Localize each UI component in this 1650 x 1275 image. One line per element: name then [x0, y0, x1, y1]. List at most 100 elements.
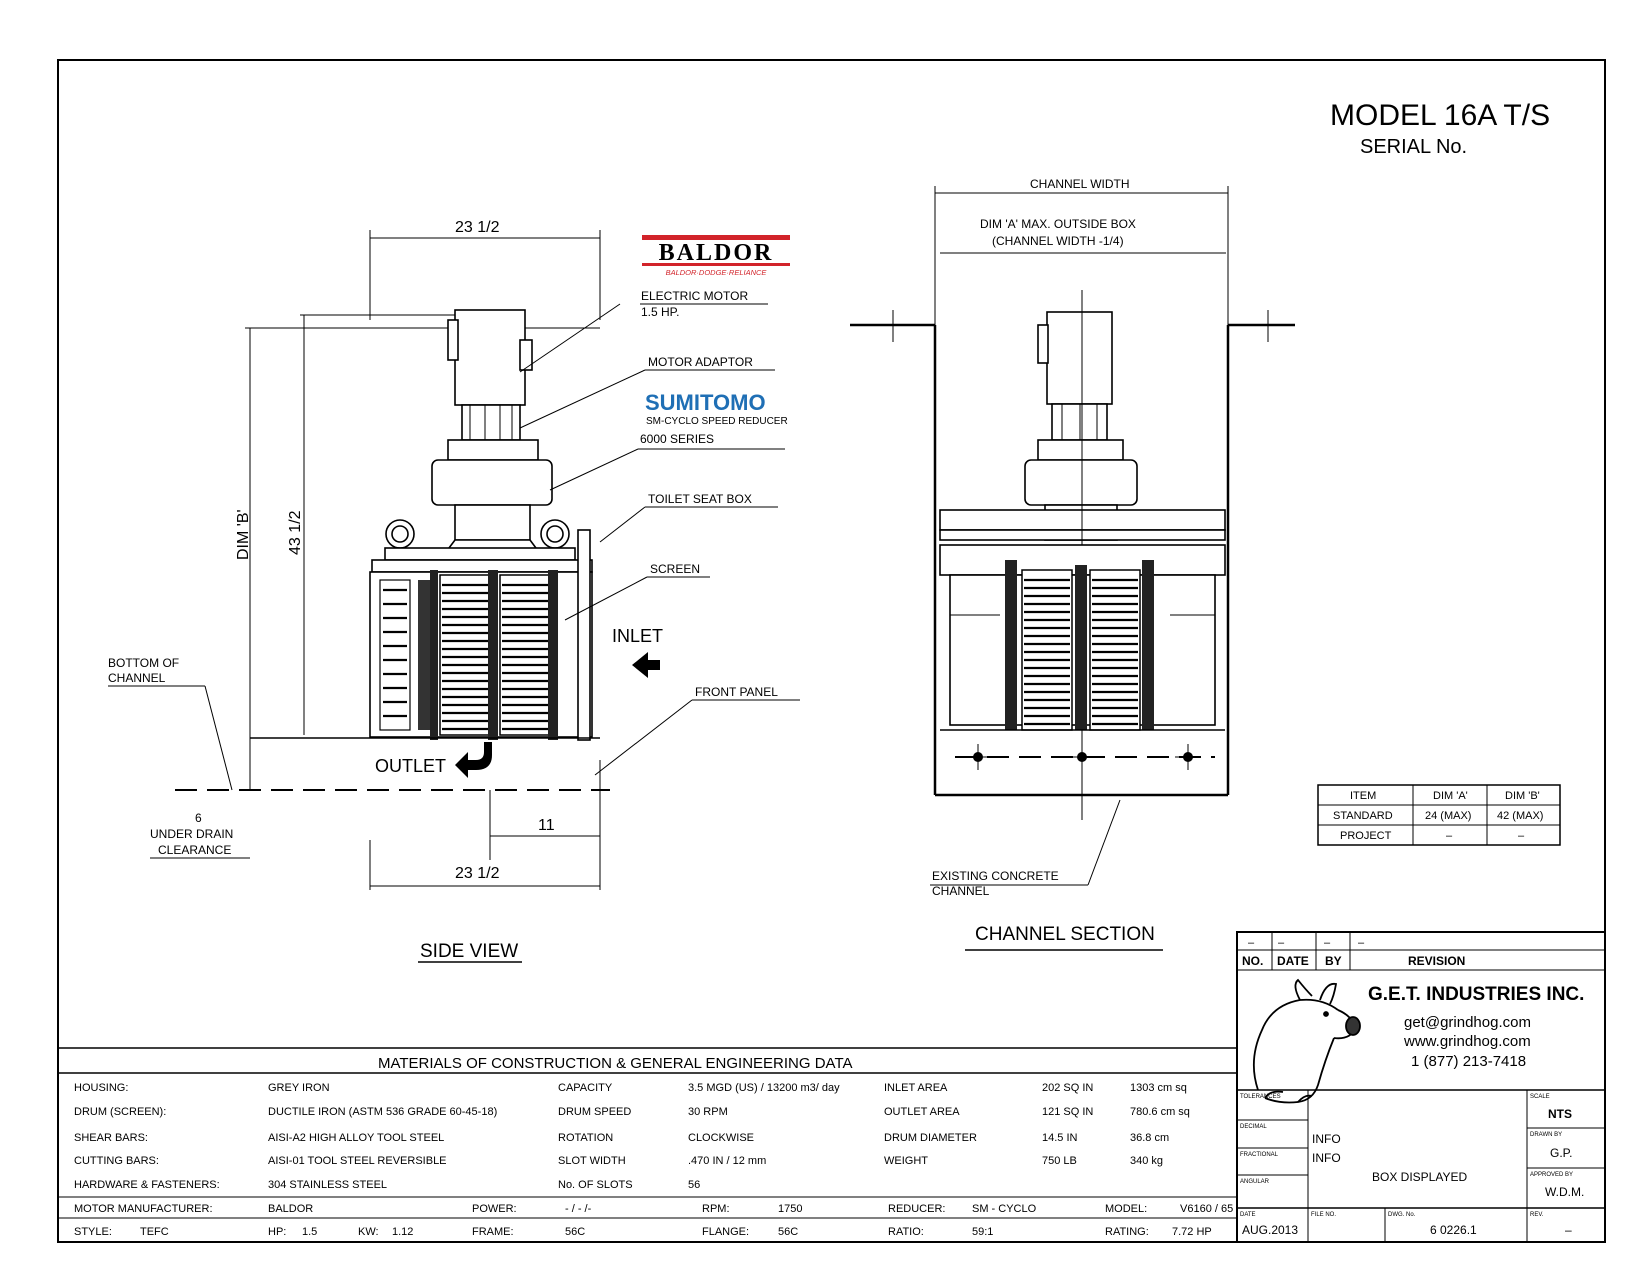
rev-cell-1: –: [1248, 937, 1255, 949]
box-displayed: BOX DISPLAYED: [1372, 1170, 1467, 1184]
scale-label: SCALE: [1530, 1094, 1550, 1100]
date-value: AUG.2013: [1242, 1223, 1298, 1237]
style-row-cell: 56C: [778, 1226, 798, 1238]
materials-cell: HARDWARE & FASTENERS:: [74, 1179, 220, 1191]
electric-motor-1: ELECTRIC MOTOR: [641, 289, 748, 303]
model-title: MODEL 16A T/S: [1330, 99, 1550, 132]
motor-row-cell: SM - CYCLO: [972, 1203, 1037, 1215]
style-row-cell: 1.12: [392, 1226, 413, 1238]
materials-cell: 14.5 IN: [1042, 1132, 1078, 1144]
drawn-label: DRAWN BY: [1530, 1132, 1562, 1138]
motor-row-cell: 1750: [778, 1203, 802, 1215]
materials-cell: 36.8 cm: [1130, 1132, 1169, 1144]
inlet-label: INLET: [612, 626, 663, 646]
anchor-bolts: [965, 744, 1201, 770]
style-row-cell: RATIO:: [888, 1226, 924, 1238]
materials-cell: 121 SQ IN: [1042, 1106, 1093, 1118]
materials-cell: CLOCKWISE: [688, 1132, 754, 1144]
materials-cell: CUTTING BARS:: [74, 1155, 159, 1167]
outlet-label: OUTLET: [375, 756, 446, 776]
file-label: FILE NO.: [1311, 1212, 1336, 1218]
dim-table-r2c2: –: [1446, 830, 1453, 842]
rev-cell-4: –: [1358, 937, 1365, 949]
style-row-cell: 59:1: [972, 1226, 993, 1238]
rev-h-no: NO.: [1242, 954, 1263, 968]
sumitomo-logo-text: SUMITOMO: [645, 390, 766, 415]
materials-cell: 202 SQ IN: [1042, 1082, 1093, 1094]
side-view: 23 1/2 DIM 'B' 43 1/2: [108, 219, 663, 963]
dim-table-r1c1: STANDARD: [1333, 810, 1393, 822]
style-row-cell: KW:: [358, 1226, 379, 1238]
channel-section: CHANNEL WIDTH DIM 'A' MAX. OUTSIDE BOX (…: [850, 177, 1295, 951]
side-view-heading: SIDE VIEW: [420, 941, 518, 962]
materials-cell: 56: [688, 1179, 700, 1191]
style-row-cell: HP:: [268, 1226, 286, 1238]
materials-cell: SHEAR BARS:: [74, 1132, 148, 1144]
under-drain-2: UNDER DRAIN: [150, 827, 233, 841]
dim-table-r1c2: 24 (MAX): [1425, 810, 1471, 822]
company-web: www.grindhog.com: [1403, 1033, 1531, 1050]
materials-cell: 340 kg: [1130, 1155, 1163, 1167]
materials-cell: OUTLET AREA: [884, 1106, 960, 1118]
cutter-stack: [379, 579, 430, 731]
materials-cell: AISI-A2 HIGH ALLOY TOOL STEEL: [268, 1132, 444, 1144]
outlet-arrow-icon: [455, 742, 492, 778]
materials-cell: CAPACITY: [558, 1082, 613, 1094]
materials-cell: AISI-01 TOOL STEEL REVERSIBLE: [268, 1155, 447, 1167]
style-row-cell: TEFC: [140, 1226, 169, 1238]
drawn-value: G.P.: [1550, 1146, 1572, 1160]
dim-top-text: 23 1/2: [455, 219, 500, 236]
date-label: DATE: [1240, 1212, 1256, 1218]
sumitomo-logo-sub: SM-CYCLO SPEED REDUCER: [646, 416, 788, 427]
materials-cell: GREY IRON: [268, 1082, 330, 1094]
materials-cell: 3.5 MGD (US) / 13200 m3/ day: [688, 1082, 840, 1094]
bottom-of-channel-2: CHANNEL: [108, 671, 166, 685]
sumitomo-logo: SUMITOMO SM-CYCLO SPEED REDUCER: [645, 390, 788, 427]
materials-cell: DRUM (SCREEN):: [74, 1106, 166, 1118]
series-label: 6000 SERIES: [640, 432, 714, 446]
motor-row-cell: POWER:: [472, 1203, 517, 1215]
tol-label-1: TOLERANCES: [1240, 1094, 1281, 1100]
dim-11-text: 11: [538, 817, 555, 834]
rev-h-by: BY: [1325, 954, 1342, 968]
dim-a-label-2: (CHANNEL WIDTH -1/4): [992, 234, 1124, 248]
dim-table-r2c3: –: [1518, 830, 1525, 842]
drum-right: [499, 574, 551, 736]
section-motor-body: [1046, 311, 1113, 405]
materials-cell: INLET AREA: [884, 1082, 948, 1094]
baldor-logo-sub: BALDOR·DODGE·RELIANCE: [666, 268, 768, 277]
existing-concrete-1: EXISTING CONCRETE: [932, 869, 1059, 883]
rev-value: –: [1565, 1223, 1572, 1237]
materials-cell: DRUM DIAMETER: [884, 1132, 977, 1144]
boar-mascot-icon: [1252, 978, 1361, 1104]
materials-cell: 30 RPM: [688, 1106, 728, 1118]
inlet-arrow-icon: [632, 652, 660, 678]
motor-body: [454, 309, 526, 406]
existing-concrete-2: CHANNEL: [932, 884, 990, 898]
info-2: INFO: [1312, 1151, 1341, 1165]
motor-row-cell: MODEL:: [1105, 1203, 1147, 1215]
scale-value: NTS: [1548, 1107, 1572, 1121]
style-row-cell: FRAME:: [472, 1226, 514, 1238]
baldor-logo: BALDOR BALDOR·DODGE·RELIANCE: [642, 235, 790, 277]
materials-cell: No. OF SLOTS: [558, 1179, 633, 1191]
materials-table: MATERIALS OF CONSTRUCTION & GENERAL ENGI…: [58, 1047, 1237, 1238]
info-1: INFO: [1312, 1132, 1341, 1146]
style-row-cell: 1.5: [302, 1226, 317, 1238]
dim-table-h2: DIM 'A': [1433, 790, 1468, 802]
materials-cell: 780.6 cm sq: [1130, 1106, 1190, 1118]
tol-label-4: ANGULAR: [1240, 1179, 1270, 1185]
style-row-cell: 56C: [565, 1226, 585, 1238]
motor-row-cell: REDUCER:: [888, 1203, 945, 1215]
under-drain-3: CLEARANCE: [158, 843, 231, 857]
materials-cell: DUCTILE IRON (ASTM 536 GRADE 60-45-18): [268, 1106, 497, 1118]
motor-row-cell: MOTOR MANUFACTURER:: [74, 1203, 213, 1215]
dim-height-text: 43 1/2: [287, 510, 304, 555]
serial-label: SERIAL No.: [1360, 136, 1467, 158]
dim-b-text: DIM 'B': [235, 509, 252, 560]
style-row-cell: FLANGE:: [702, 1226, 749, 1238]
company-phone: 1 (877) 213-7418: [1411, 1053, 1526, 1070]
rev-cell-3: –: [1324, 937, 1331, 949]
bottom-of-channel-1: BOTTOM OF: [108, 656, 179, 670]
dwg-label: DWG. No.: [1388, 1212, 1416, 1218]
